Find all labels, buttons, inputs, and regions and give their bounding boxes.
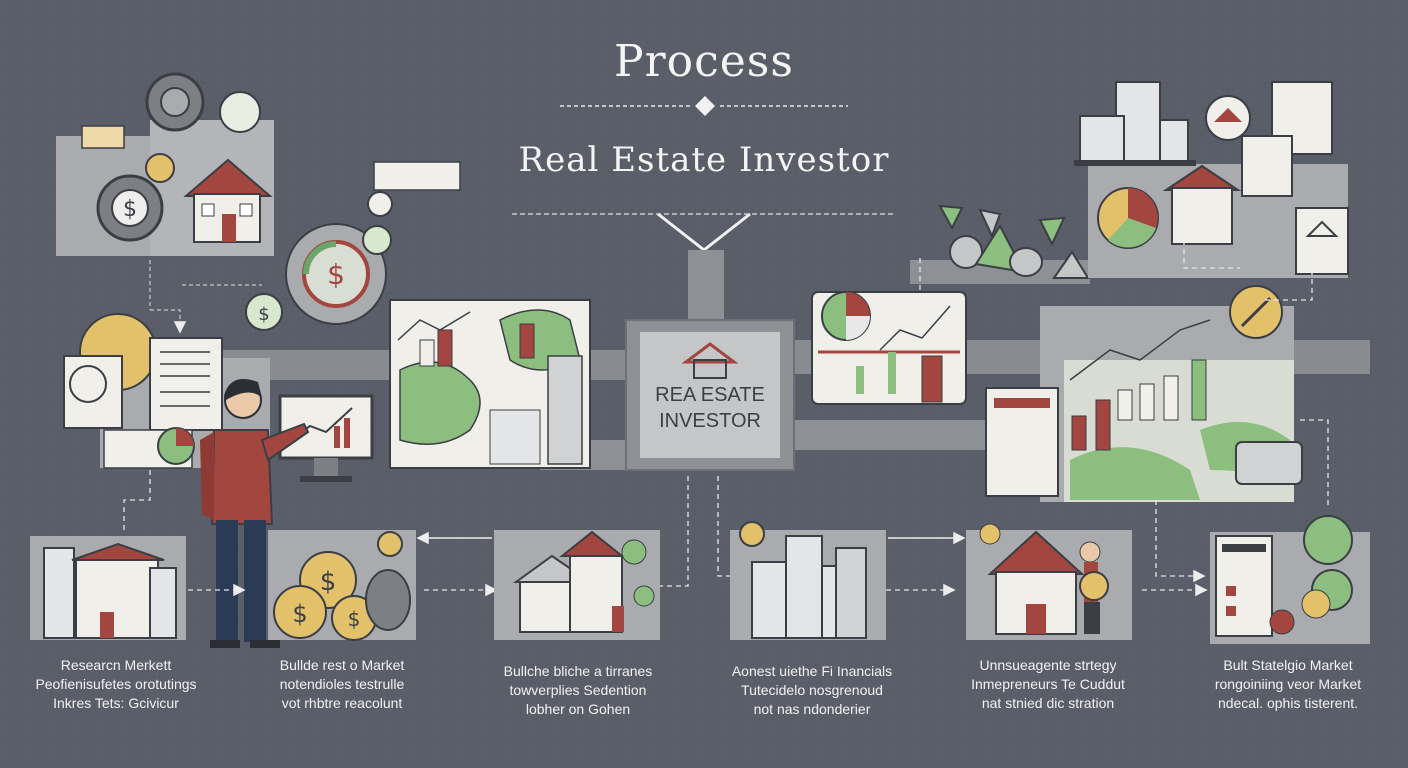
flow-arrows bbox=[173, 321, 1208, 597]
step-panel-2: $ $ $ bbox=[268, 530, 416, 641]
gear-icon: $ bbox=[96, 72, 205, 242]
step-panel-6 bbox=[1210, 515, 1370, 644]
step-caption-line: Aonest uiethe Fi Inancials bbox=[731, 663, 893, 679]
step-caption-line: vot rhbtre reacolunt bbox=[281, 695, 403, 711]
step-caption-line: towverplies Sedention bbox=[509, 682, 647, 698]
step-caption-line: rongoiniing veor Market bbox=[1214, 676, 1362, 692]
step-panel-1 bbox=[30, 536, 186, 640]
house-icon bbox=[183, 158, 273, 243]
step-caption-6: Bult Statelgio Market rongoiniing veor M… bbox=[1176, 656, 1400, 713]
step-caption-line: ndecal. ophis tisterent. bbox=[1217, 695, 1359, 711]
step-caption-line: Researcn Merkett bbox=[60, 657, 172, 673]
step-caption-line: Bullde rest o Market bbox=[279, 657, 405, 673]
svg-text:$: $ bbox=[348, 607, 361, 631]
step-panel-3 bbox=[494, 530, 660, 640]
rocks-icon bbox=[910, 204, 1090, 284]
hub-label-line2: INVESTOR bbox=[659, 410, 761, 432]
page-title: Process bbox=[614, 36, 794, 87]
step-caption-line: lobher on Gohen bbox=[525, 701, 631, 717]
person-icon bbox=[200, 379, 310, 648]
flow-connectors bbox=[123, 240, 1329, 591]
step-panel-4 bbox=[730, 521, 886, 640]
svg-text:$: $ bbox=[258, 304, 269, 325]
step-caption-5: Unnsueagente strtegy Inmepreneurs Te Cud… bbox=[938, 656, 1158, 713]
svg-text:$: $ bbox=[123, 197, 137, 222]
building-icon bbox=[43, 547, 75, 639]
building-icon bbox=[547, 355, 583, 465]
document-icon bbox=[1215, 535, 1273, 637]
step-caption-line: not nas ndonderier bbox=[753, 701, 871, 717]
step-caption-line: Inkres Tets: Gcivicur bbox=[53, 695, 179, 711]
map-panel bbox=[389, 299, 591, 469]
lightbulb-icon bbox=[739, 521, 765, 547]
step-caption-line: nat stnied dic stration bbox=[981, 695, 1115, 711]
svg-text:$: $ bbox=[320, 567, 337, 597]
step-caption-line: Peofienisufetes orotutings bbox=[35, 676, 197, 692]
document-icon bbox=[149, 337, 223, 431]
step-caption-line: Tutecidelo nosgrenoud bbox=[741, 682, 883, 698]
step-caption-3: Bullche bliche a tirranes towverplies Se… bbox=[468, 662, 688, 719]
hub-label: REA ESATE INVESTOR bbox=[640, 382, 780, 434]
hub-box bbox=[625, 319, 795, 471]
building-icon bbox=[751, 561, 787, 639]
step-caption-4: Aonest uiethe Fi Inancials Tutecidelo no… bbox=[700, 662, 924, 719]
growth-map-panel bbox=[985, 285, 1303, 502]
page-subtitle: Real Estate Investor bbox=[518, 140, 890, 180]
header-divider bbox=[560, 96, 848, 116]
research-panel-topright bbox=[1074, 81, 1349, 278]
dollar-cycle-icon: $ $ bbox=[245, 161, 461, 331]
step-panel-5 bbox=[966, 523, 1132, 640]
globe-icon bbox=[69, 365, 107, 403]
svg-text:$: $ bbox=[292, 600, 307, 628]
coins-icon bbox=[273, 531, 411, 641]
step-caption-line: notendioles testrulle bbox=[279, 676, 405, 692]
step-caption-2: Bullde rest o Market notendioles testrul… bbox=[232, 656, 452, 713]
hub-label-line1: REA ESATE bbox=[655, 384, 765, 406]
chart-card bbox=[811, 291, 967, 405]
step-caption-line: Inmepreneurs Te Cuddut bbox=[971, 676, 1125, 692]
research-panel-topleft: $ bbox=[56, 72, 274, 256]
svg-text:$: $ bbox=[327, 258, 345, 291]
step-caption-line: Unnsueagente strtegy bbox=[979, 657, 1117, 673]
step-caption-1: Researcn Merkett Peofienisufetes orotuti… bbox=[6, 656, 226, 713]
step-caption-line: Bullche bliche a tirranes bbox=[503, 663, 653, 679]
step-caption-line: Bult Statelgio Market bbox=[1223, 657, 1353, 673]
